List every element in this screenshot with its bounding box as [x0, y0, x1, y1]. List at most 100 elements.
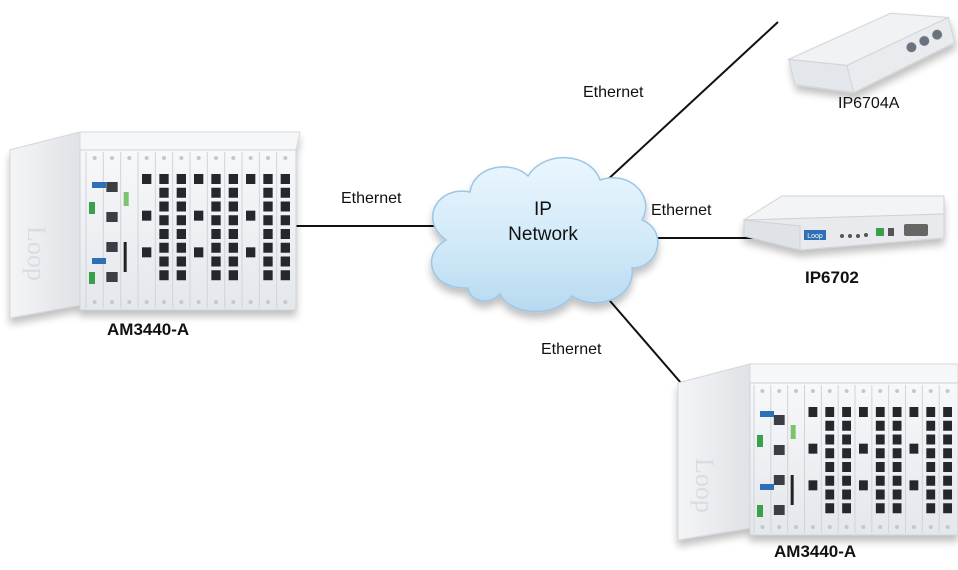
ip6704a-device [786, 12, 956, 94]
card-screw [760, 389, 765, 393]
card-port [875, 489, 885, 500]
card-port [773, 475, 785, 485]
card-screw [196, 300, 201, 304]
card-port [808, 480, 818, 491]
link-label-left: Ethernet [341, 190, 402, 207]
card-screw [266, 300, 270, 304]
card-screw [794, 389, 799, 393]
card-port [825, 420, 835, 431]
am3440-chassis-left: Loop [9, 131, 301, 319]
card-screw [179, 300, 184, 304]
card-port [263, 229, 273, 239]
card-port [875, 462, 885, 472]
card-port [825, 503, 835, 514]
card-port [875, 503, 885, 514]
card-port [159, 215, 169, 226]
card-port [926, 475, 936, 486]
card-port [176, 201, 186, 212]
card-port [875, 475, 885, 486]
device-logo-text: Loop [807, 233, 823, 240]
card-port [159, 201, 169, 212]
card-port [263, 256, 273, 267]
card-screw [214, 300, 218, 304]
card-port [280, 270, 290, 281]
card-screw [878, 389, 883, 393]
card-port [194, 247, 204, 258]
card-port [943, 475, 952, 486]
card-port [926, 434, 936, 445]
card-screw [179, 156, 184, 160]
card-port [842, 475, 851, 486]
card-port [842, 420, 851, 431]
cloud-label-line1: IP [534, 199, 552, 220]
card-port [263, 174, 273, 184]
card-port [773, 505, 785, 515]
card-terminal [89, 202, 95, 214]
card-port [176, 242, 186, 253]
card-screw [162, 300, 166, 304]
card-port [825, 462, 835, 472]
ip-network-cloud [430, 156, 659, 313]
card-port [194, 210, 204, 221]
card-port [926, 503, 936, 514]
card-port [892, 407, 902, 417]
card-screw [266, 156, 270, 160]
card-port [211, 174, 221, 184]
card-terminal [757, 435, 763, 447]
card-port [892, 503, 902, 514]
chassis-logo-badge [92, 182, 106, 188]
card-port [176, 187, 186, 198]
card-port [263, 242, 273, 253]
card-screw [127, 156, 132, 160]
card-screw [844, 389, 849, 393]
card-port [875, 420, 885, 431]
card-port [142, 210, 152, 221]
card-port [842, 434, 851, 445]
card-port [106, 272, 118, 282]
card-port [773, 445, 785, 455]
card-screw [196, 156, 201, 160]
card-port [909, 480, 919, 491]
card-screw [110, 156, 114, 160]
chassis-logo-badge [92, 258, 106, 264]
card-port [159, 270, 169, 281]
card-port [825, 489, 835, 500]
link-line-bottom-right [603, 293, 695, 399]
card-port [176, 256, 186, 267]
card-port [211, 256, 221, 267]
card-screw [283, 300, 288, 304]
card-port [176, 174, 186, 184]
card-port [280, 187, 290, 198]
card-screw [827, 525, 832, 529]
device-name-am3440-left: AM3440-A [107, 320, 190, 339]
card-port [825, 434, 835, 445]
device-logo-badge [804, 230, 826, 240]
card-screw [945, 525, 950, 529]
card-port [211, 187, 221, 198]
card-port [246, 210, 256, 221]
card-port [808, 407, 818, 417]
card-port [773, 415, 785, 425]
card-port [875, 434, 885, 445]
card-port [280, 242, 290, 253]
card-port [842, 489, 851, 500]
chassis-logo-badge [760, 411, 774, 417]
card-port [280, 174, 290, 184]
card-port [228, 201, 238, 212]
card-led [123, 192, 129, 206]
card-port [228, 215, 238, 226]
card-port [808, 443, 818, 454]
chassis-side-logo: Loop [690, 458, 719, 513]
card-port [228, 270, 238, 281]
card-screw [777, 389, 782, 393]
card-screw [878, 525, 883, 529]
card-screw [760, 525, 765, 529]
card-port [943, 420, 952, 431]
card-port [842, 503, 851, 514]
card-port [909, 407, 919, 417]
card-port [926, 489, 936, 500]
card-port [859, 407, 868, 417]
card-port [280, 215, 290, 226]
card-port [211, 215, 221, 226]
